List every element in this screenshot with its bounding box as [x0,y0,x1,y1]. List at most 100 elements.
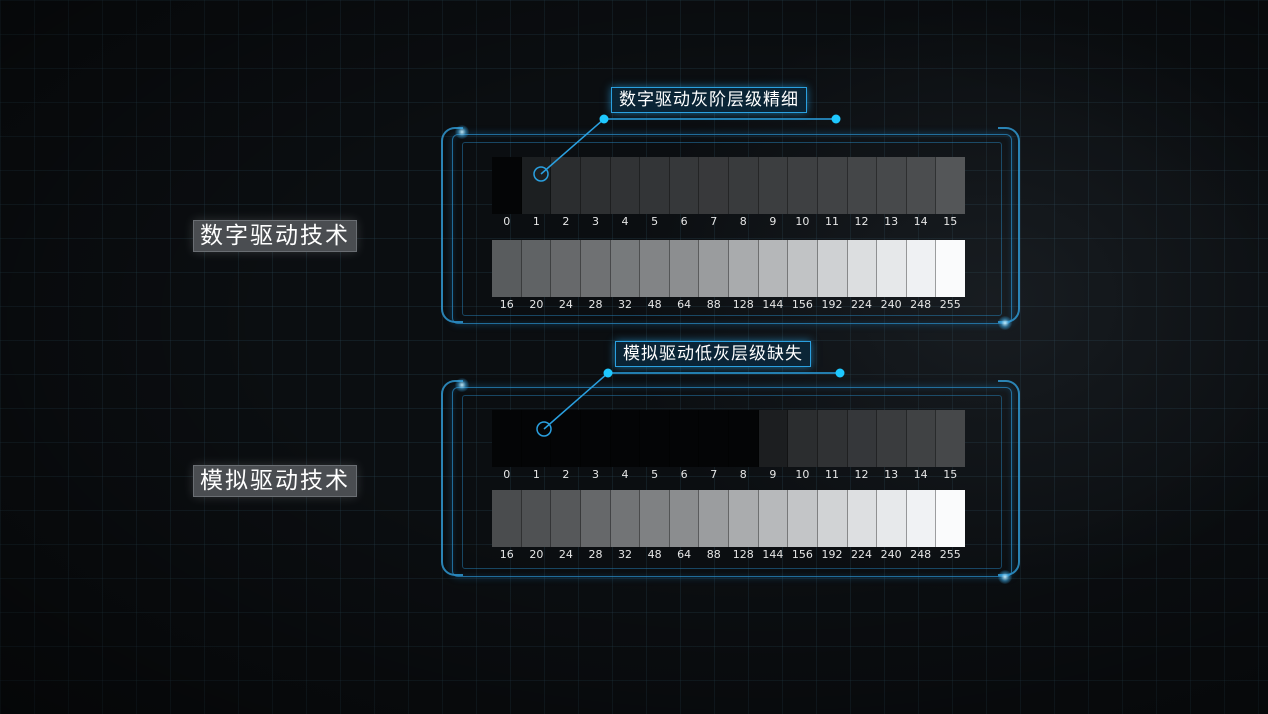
gray-level-tick-label: 248 [910,548,932,561]
gray-level-tick-label: 32 [618,298,633,311]
gray-level-tick-label: 8 [739,468,747,481]
gray-level-swatch [936,410,965,467]
gray-level-tick-label: 156 [791,548,813,561]
gray-level-swatch [906,157,937,214]
gray-level-tick-label: 48 [647,298,662,311]
gray-level-swatch [788,240,818,297]
gray-level-swatch [699,240,729,297]
gray-level-swatch [847,157,878,214]
gray-level-tick-label: 5 [651,468,659,481]
target-ring-icon [536,421,552,437]
gray-level-swatch [877,157,907,214]
gray-level-swatch [699,157,729,214]
gray-level-swatch [729,490,759,547]
target-ring-icon [533,166,549,182]
gray-scale-bar-bottom [492,240,965,297]
gray-level-tick-label: 24 [558,298,573,311]
gray-level-swatch [877,240,907,297]
digital-panel-inner [462,142,1002,316]
gray-level-swatch [669,410,700,467]
gray-level-swatch [817,410,848,467]
gray-level-swatch [699,490,729,547]
gray-level-tick-label: 16 [499,548,514,561]
gray-level-swatch [758,490,789,547]
corner-glow [998,570,1012,584]
gray-level-swatch [729,410,759,467]
gray-level-swatch [817,240,848,297]
gray-level-tick-label: 128 [732,548,754,561]
gray-level-swatch [788,157,818,214]
gray-level-swatch [580,157,611,214]
gray-level-tick-label: 14 [913,215,928,228]
gray-level-swatch [610,490,641,547]
gray-level-tick-label: 12 [854,215,869,228]
gray-level-swatch [729,240,759,297]
gray-level-swatch [817,157,848,214]
gray-level-tick-label: 15 [943,468,958,481]
gray-scale-bar-top [492,410,965,467]
analog-panel-inner [462,395,1002,569]
gray-level-swatch [936,490,965,547]
gray-level-tick-label: 14 [913,468,928,481]
gray-level-swatch [640,410,670,467]
gray-level-tick-label: 13 [884,468,899,481]
frame-bracket-left [441,380,463,576]
gray-level-swatch [847,490,878,547]
gray-scale-bar-bottom [492,490,965,547]
gray-level-swatch [758,410,789,467]
gray-level-tick-label: 248 [910,298,932,311]
gray-level-tick-label: 5 [651,215,659,228]
gray-level-tick-label: 11 [824,215,839,228]
gray-level-swatch [580,240,611,297]
gray-level-tick-label: 156 [791,298,813,311]
gray-level-tick-label: 0 [503,468,511,481]
gray-level-swatch [580,410,611,467]
gray-level-swatch [521,157,552,214]
gray-level-tick-label: 224 [851,548,873,561]
gray-level-tick-label: 128 [732,298,754,311]
analog-panel-frame [452,387,1012,577]
gray-level-tick-label: 3 [591,468,599,481]
gray-level-tick-label: 192 [821,298,843,311]
callout-dot-icon [831,114,841,124]
gray-level-tick-label: 255 [939,548,961,561]
gray-level-swatch [492,490,522,547]
gray-level-swatch [551,157,581,214]
gray-level-tick-label: 192 [821,548,843,561]
gray-level-tick-label: 8 [739,215,747,228]
gray-level-swatch [906,490,937,547]
corner-glow [998,316,1012,330]
gray-level-tick-label: 32 [618,548,633,561]
gray-level-swatch [936,157,965,214]
gray-level-tick-label: 88 [706,548,721,561]
gray-level-tick-label: 64 [677,298,692,311]
analog-callout: 模拟驱动低灰层级缺失 [615,341,811,367]
gray-level-swatch [551,410,581,467]
gray-level-tick-label: 7 [710,215,718,228]
gray-level-swatch [699,410,729,467]
gray-level-swatch [640,157,670,214]
gray-level-swatch [669,240,700,297]
gray-level-swatch [847,240,878,297]
gray-level-tick-label: 88 [706,298,721,311]
callout-dot-icon [603,368,613,378]
gray-level-tick-label: 4 [621,215,629,228]
callout-dot-icon [599,114,609,124]
gray-level-tick-label: 10 [795,215,810,228]
gray-level-tick-label: 144 [762,548,784,561]
gray-level-tick-label: 7 [710,468,718,481]
gray-level-tick-label: 6 [680,215,688,228]
gray-level-tick-label: 64 [677,548,692,561]
gray-level-swatch [936,240,965,297]
gray-scale-bar-top [492,157,965,214]
gray-level-tick-label: 9 [769,468,777,481]
gray-level-tick-label: 3 [591,215,599,228]
gray-level-tick-label: 28 [588,298,603,311]
gray-level-tick-label: 0 [503,215,511,228]
corner-glow [455,125,469,139]
gray-level-swatch [640,490,670,547]
gray-level-swatch [551,240,581,297]
gray-level-swatch [640,240,670,297]
gray-level-tick-label: 1 [532,468,540,481]
